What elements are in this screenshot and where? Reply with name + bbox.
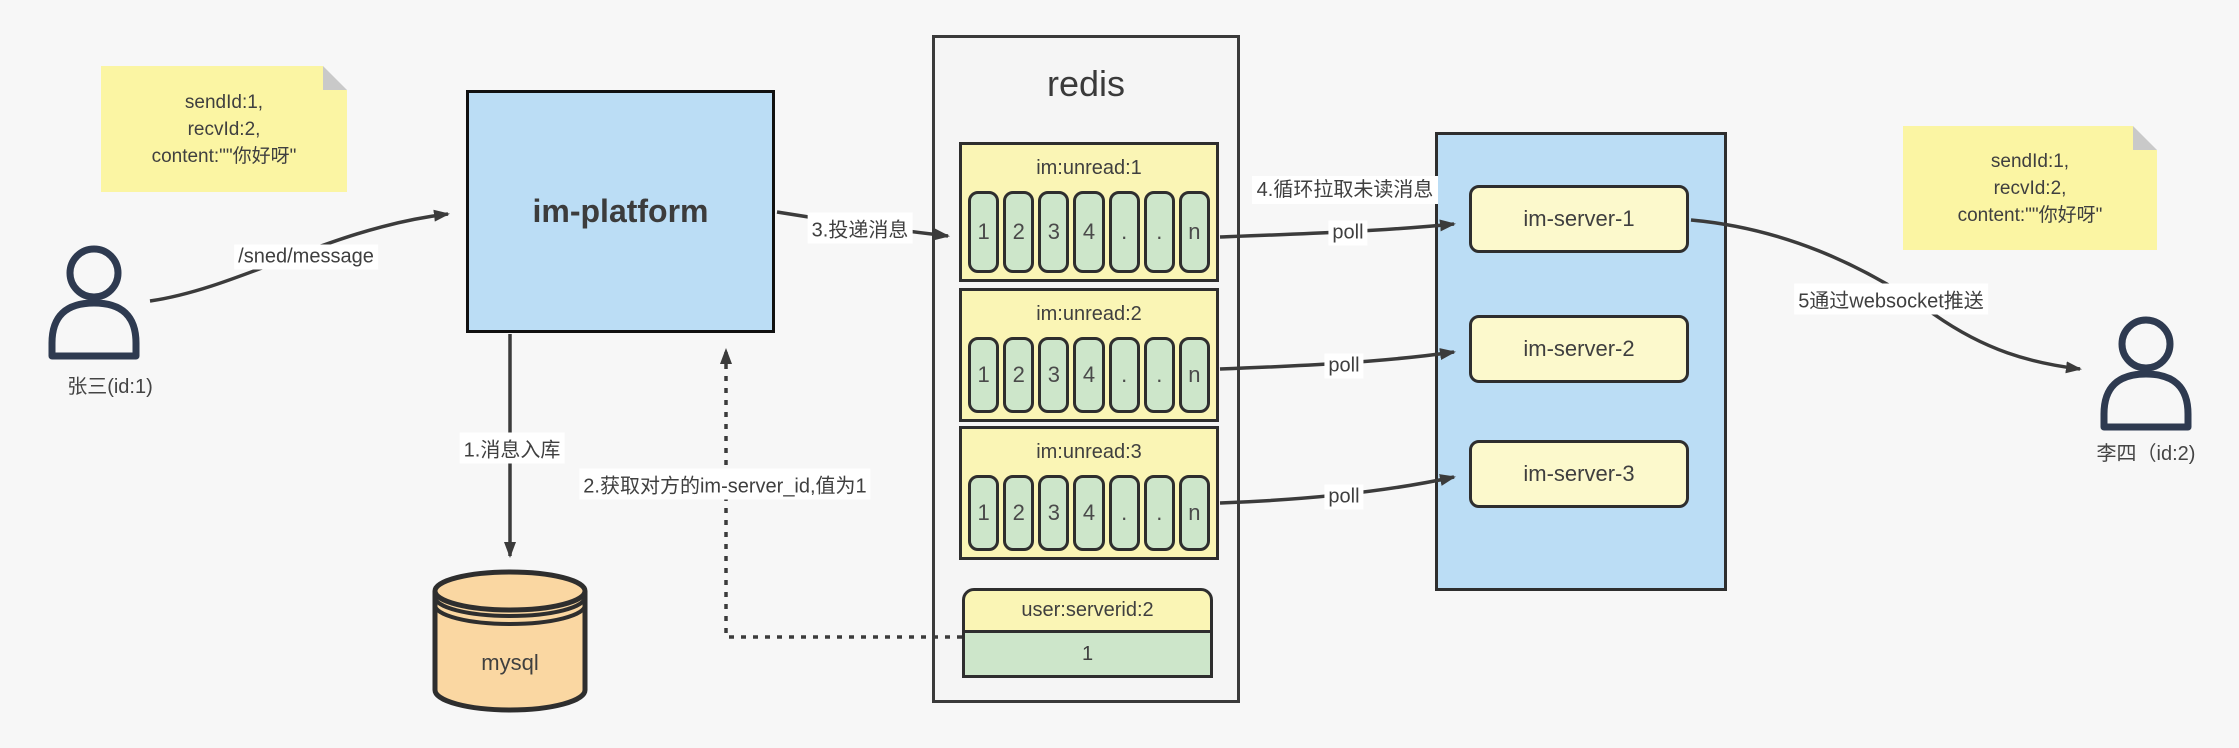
edge-label-poll-2: poll: [1324, 353, 1364, 379]
queue-im-unread-3: im:unread:3 1 2 3 4 . . n: [959, 426, 1219, 560]
queue-cell: .: [1108, 475, 1140, 551]
queue-cell: n: [1178, 191, 1210, 273]
queue-cell: .: [1143, 475, 1175, 551]
im-server-3-node: im-server-3: [1469, 440, 1689, 508]
redis-title: redis: [1046, 63, 1126, 104]
actor-label-sender: 张三(id:1): [67, 376, 153, 398]
note-line: sendId:1,: [184, 91, 264, 113]
im-server-1-node: im-server-1: [1469, 185, 1689, 253]
note-line: content:""你好呀": [1957, 204, 2103, 226]
person-icon-receiver: [2100, 316, 2192, 431]
queue-cell: 3: [1038, 475, 1070, 551]
queue-cells: 1 2 3 4 . . n: [962, 191, 1216, 279]
mysql-label: mysql: [481, 650, 538, 675]
queue-cell: n: [1178, 337, 1210, 413]
edge-label-step3: 3.投递消息: [807, 212, 913, 244]
note-line: content:""你好呀": [151, 145, 297, 167]
queue-cell: 3: [1038, 337, 1070, 413]
queue-cell: 2: [1003, 475, 1035, 551]
queue-im-unread-2: im:unread:2 1 2 3 4 . . n: [959, 288, 1219, 422]
note-line: recvId:2,: [1993, 177, 2067, 199]
queue-cell: 2: [1003, 337, 1035, 413]
queue-header: im:unread:1: [1036, 156, 1142, 179]
edge-label-poll-3: poll: [1324, 484, 1364, 510]
actor-label-receiver: 李四（id:2): [2096, 443, 2196, 465]
note-line: recvId:2,: [187, 118, 261, 140]
queue-cell: 4: [1073, 191, 1105, 273]
queue-header: im:unread:2: [1036, 302, 1142, 325]
queue-cell: .: [1108, 191, 1140, 273]
edge-label-send-api: /sned/message: [234, 244, 378, 270]
person-icon-sender: [48, 245, 140, 360]
sticky-note-right: sendId:1, recvId:2, content:""你好呀": [1903, 126, 2157, 250]
mysql-cylinder-icon: mysql: [432, 569, 588, 713]
kv-value: 1: [962, 633, 1213, 678]
edge-label-step1: 1.消息入库: [459, 432, 565, 464]
im-server-2-node: im-server-2: [1469, 315, 1689, 383]
queue-cell: 3: [1038, 191, 1070, 273]
queue-cell: 4: [1073, 475, 1105, 551]
queue-cell: n: [1178, 475, 1210, 551]
note-line: sendId:1,: [1990, 150, 2070, 172]
edge-label-step5: 5通过websocket推送: [1794, 283, 1988, 315]
queue-cell: 2: [1003, 191, 1035, 273]
edge-label-step2: 2.获取对方的im-server_id,值为1: [579, 468, 871, 500]
queue-cell: .: [1108, 337, 1140, 413]
edge-label-poll-1: poll: [1328, 220, 1368, 246]
queue-cell: 1: [968, 475, 1000, 551]
im-platform-node: im-platform: [466, 90, 775, 333]
queue-cell: .: [1143, 337, 1175, 413]
queue-cell: 4: [1073, 337, 1105, 413]
kv-user-serverid: user:serverid:2 1: [962, 588, 1213, 678]
queue-cell: .: [1143, 191, 1175, 273]
queue-im-unread-1: im:unread:1 1 2 3 4 . . n: [959, 142, 1219, 282]
queue-cell: 1: [968, 337, 1000, 413]
edge-label-step4: 4.循环拉取未读消息: [1252, 176, 1438, 204]
queue-cell: 1: [968, 191, 1000, 273]
queue-header: im:unread:3: [1036, 440, 1142, 463]
queue-cells: 1 2 3 4 . . n: [962, 337, 1216, 419]
queue-cells: 1 2 3 4 . . n: [962, 475, 1216, 557]
kv-key: user:serverid:2: [962, 588, 1213, 633]
sticky-note-left: sendId:1, recvId:2, content:""你好呀": [101, 66, 347, 192]
